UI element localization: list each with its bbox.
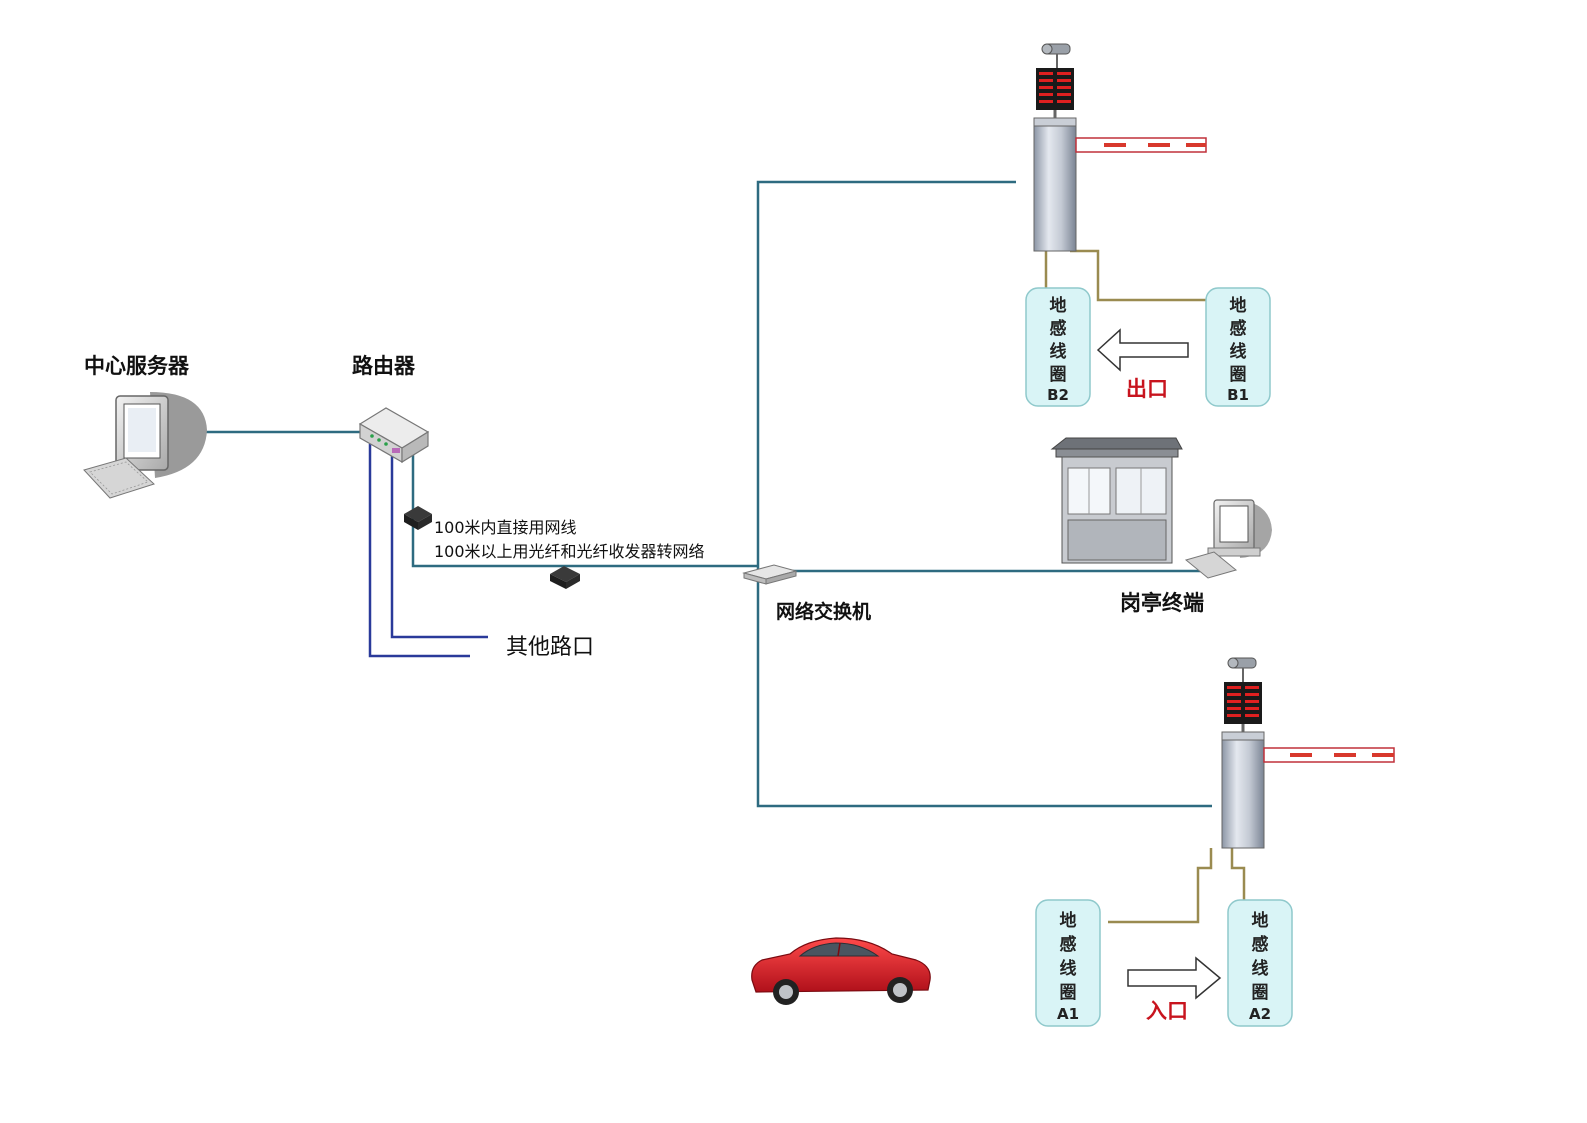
svg-text:圈: 圈 [1050,365,1067,385]
note-line-2: 100米以上用光纤和光纤收发器转网络 [434,542,705,561]
fiber-transceiver-icon [550,566,580,589]
svg-text:线: 线 [1252,958,1269,979]
svg-text:B2: B2 [1047,386,1069,404]
central-server-label: 中心服务器 [84,354,190,378]
arrow-right-icon [1127,956,1222,1000]
switch-entrance-link [756,566,1212,808]
svg-text:地: 地 [1252,910,1269,931]
note-line-1: 100米内直接用网线 [434,518,577,537]
svg-text:感: 感 [1050,318,1067,339]
guard-booth-icon [1050,437,1183,564]
switch-exit-link [756,180,1016,566]
svg-text:B1: B1 [1227,386,1249,404]
car-icon [751,937,931,1005]
computer-icon [1184,499,1272,579]
other-junctions-label: 其他路口 [506,635,594,660]
barrier-gate-icon [1033,43,1207,252]
svg-text:地: 地 [1230,295,1247,316]
entrance-label: 入口 [1146,999,1188,1023]
switch-icon [742,564,798,585]
led-display-icon [1224,682,1262,734]
svg-text:A1: A1 [1057,1005,1079,1023]
svg-text:圈: 圈 [1230,365,1247,385]
svg-text:感: 感 [1252,934,1269,955]
svg-text:地: 地 [1060,910,1077,931]
svg-text:圈: 圈 [1252,983,1269,1003]
camera-icon [1227,657,1257,682]
booth-terminal-label: 岗亭终端 [1120,591,1204,615]
network-lines [192,180,1212,808]
svg-text:线: 线 [1230,341,1247,362]
svg-text:线: 线 [1060,958,1077,979]
other-junction-lines [368,444,488,658]
router-switch-link [411,450,758,568]
svg-text:圈: 圈 [1060,983,1077,1003]
loop-detector-b1: 地 感 线 圈 B1 [1205,287,1271,407]
camera-icon [1041,43,1071,68]
loop-detector-b2: 地 感 线 圈 B2 [1025,287,1091,407]
router-label: 路由器 [352,354,416,378]
svg-text:地: 地 [1050,295,1067,316]
svg-text:线: 线 [1050,341,1067,362]
barrier-arm [1075,137,1207,153]
barrier-gate-icon [1221,657,1395,849]
router-icon [358,407,430,464]
led-display-icon [1036,68,1074,120]
svg-text:感: 感 [1230,318,1247,339]
loop-signal-lines [1044,249,1246,924]
loop-detector-a1: 地 感 线 圈 A1 [1035,899,1101,1027]
switch-label: 网络交换机 [776,600,871,623]
arrow-left-icon [1096,328,1189,372]
loop-detector-a2: 地 感 线 圈 A2 [1227,899,1293,1027]
fiber-transceiver-icon [404,506,432,530]
exit-label: 出口 [1126,377,1168,401]
barrier-arm [1263,747,1395,763]
computer-icon [83,392,207,499]
svg-text:感: 感 [1060,934,1077,955]
svg-text:A2: A2 [1249,1005,1271,1023]
